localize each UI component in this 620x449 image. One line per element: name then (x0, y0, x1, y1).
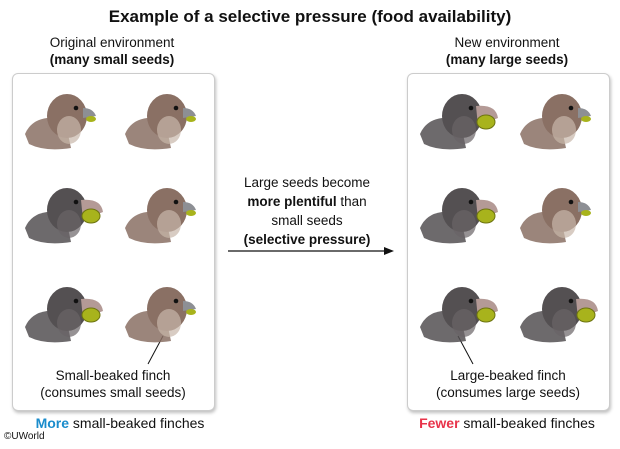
left-header-line1: Original environment (49, 35, 175, 50)
mid-line3: small seeds (271, 213, 343, 228)
small-beaked-finch-icon (25, 94, 96, 150)
large-beaked-finch-icon (420, 287, 498, 343)
small-beaked-finch-icon (125, 287, 196, 343)
large-beaked-finch-icon (520, 287, 598, 343)
large-beaked-finch-icon (25, 287, 103, 343)
left-footer-rest: small-beaked finches (69, 415, 205, 431)
right-environment-panel: Large-beaked finch (consumes large seeds… (407, 73, 610, 411)
small-beaked-finch-icon (125, 188, 196, 244)
right-caption-line1: Large-beaked finch (450, 368, 566, 383)
arrow-icon (228, 247, 394, 255)
large-beaked-finch-icon (420, 94, 498, 150)
mid-rest: than (336, 194, 367, 209)
mid-line4: (selective pressure) (243, 232, 371, 247)
selective-pressure-text: Large seeds become more plentiful than s… (222, 173, 392, 249)
left-header-line2: (many small seeds) (49, 52, 175, 67)
diagram-title: Example of a selective pressure (food av… (108, 7, 512, 26)
small-beaked-finch-icon (125, 94, 196, 150)
left-caption-line2: (consumes small seeds) (40, 385, 186, 400)
right-caption-line2: (consumes large seeds) (435, 385, 581, 400)
left-header: Original environment (many small seeds) (2, 34, 222, 68)
right-header-line2: (many large seeds) (445, 52, 569, 67)
right-header-line1: New environment (454, 35, 560, 50)
left-caption: Small-beaked finch (consumes small seeds… (13, 367, 213, 401)
right-footer: Fewer small-beaked finches (387, 415, 620, 431)
left-footer-emphasis: More (35, 415, 70, 431)
right-footer-rest: small-beaked finches (459, 415, 595, 431)
right-footer-emphasis: Fewer (419, 415, 460, 431)
copyright: ©UWorld (4, 431, 45, 442)
left-footer: More small-beaked finches (0, 415, 240, 431)
mid-line2: more plentiful than (222, 192, 392, 211)
small-beaked-finch-icon (520, 94, 591, 150)
left-environment-panel: Small-beaked finch (consumes small seeds… (12, 73, 215, 411)
small-beaked-finch-icon (520, 188, 591, 244)
right-caption: Large-beaked finch (consumes large seeds… (408, 367, 608, 401)
mid-bold: more plentiful (247, 194, 337, 209)
right-header: New environment (many large seeds) (397, 34, 617, 68)
left-caption-line1: Small-beaked finch (55, 368, 171, 383)
large-beaked-finch-icon (25, 188, 103, 244)
mid-line1: Large seeds become (243, 175, 371, 190)
large-beaked-finch-icon (420, 188, 498, 244)
